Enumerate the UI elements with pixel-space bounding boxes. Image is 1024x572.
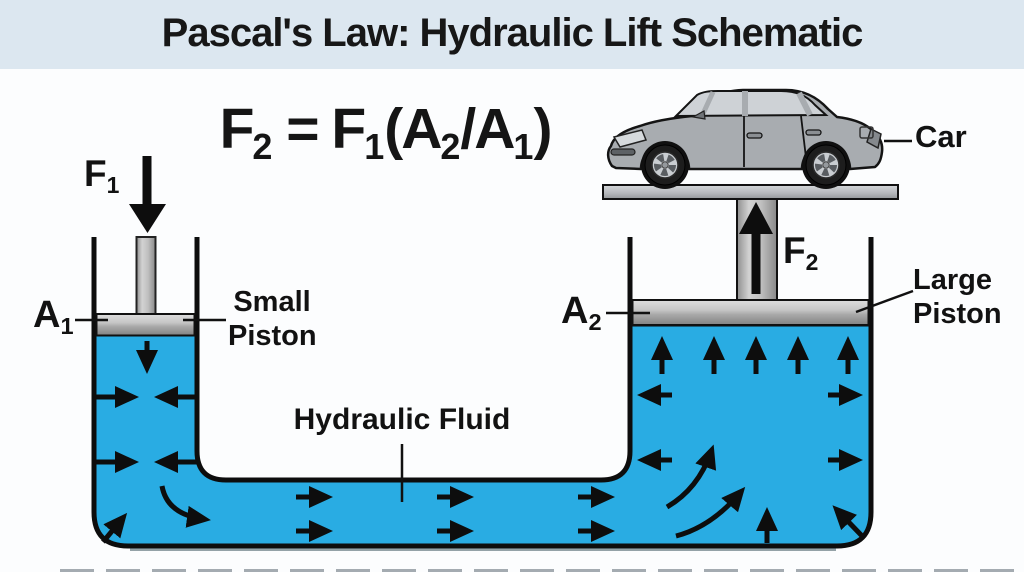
flow-arrow-diagonal-icon — [101, 512, 128, 544]
car-fuel-cap — [859, 126, 874, 139]
formula: F2 = F1(A2/A1) — [219, 97, 553, 167]
car-headlight — [612, 129, 648, 148]
title-banner: Pascal's Law: Hydraulic Lift Schematic — [0, 0, 1024, 69]
large-piston-head — [631, 299, 870, 326]
flow-arrow-curved-icon — [665, 444, 717, 510]
car-rear-wheel — [802, 141, 850, 189]
page-title: Pascal's Law: Hydraulic Lift Schematic — [161, 11, 864, 55]
car-illustration — [606, 88, 884, 189]
car-door-handle — [805, 129, 822, 136]
channel-flow-arrows — [296, 486, 615, 542]
label-pointer-lines — [75, 139, 914, 502]
large-piston-label: Large Piston — [913, 264, 1002, 331]
f2-label: F2 — [783, 230, 819, 275]
small-cylinder-flow-arrows — [96, 341, 211, 544]
cylinder-walls — [91, 237, 874, 338]
small-piston-rod — [135, 236, 157, 315]
large-piston-pointer-line — [855, 289, 914, 314]
large-cylinder-flow-arrows — [637, 336, 866, 543]
car-mirror — [691, 110, 706, 120]
car-label: Car — [915, 119, 967, 154]
hydraulic-fluid-label: Hydraulic Fluid — [293, 403, 511, 436]
small-piston-label: Small Piston — [228, 286, 317, 353]
car-front-wheel — [641, 141, 689, 189]
formula-f2: F — [219, 97, 255, 161]
a2-label: A2 — [561, 290, 602, 336]
car-grille — [610, 148, 636, 156]
flow-arrow-curved-icon — [675, 486, 746, 539]
flow-arrow-curved-icon — [159, 485, 211, 528]
f1-force-arrow-icon — [129, 156, 166, 233]
a1-label: A1 — [33, 294, 74, 340]
f2-force-arrow-icon — [739, 202, 773, 294]
small-piston-head — [95, 313, 196, 337]
flow-arrow-diagonal-icon — [832, 505, 866, 540]
car-door-handle — [746, 132, 763, 139]
lift-platform — [602, 184, 899, 200]
f1-label: F1 — [84, 153, 120, 198]
car-windows — [673, 90, 829, 118]
